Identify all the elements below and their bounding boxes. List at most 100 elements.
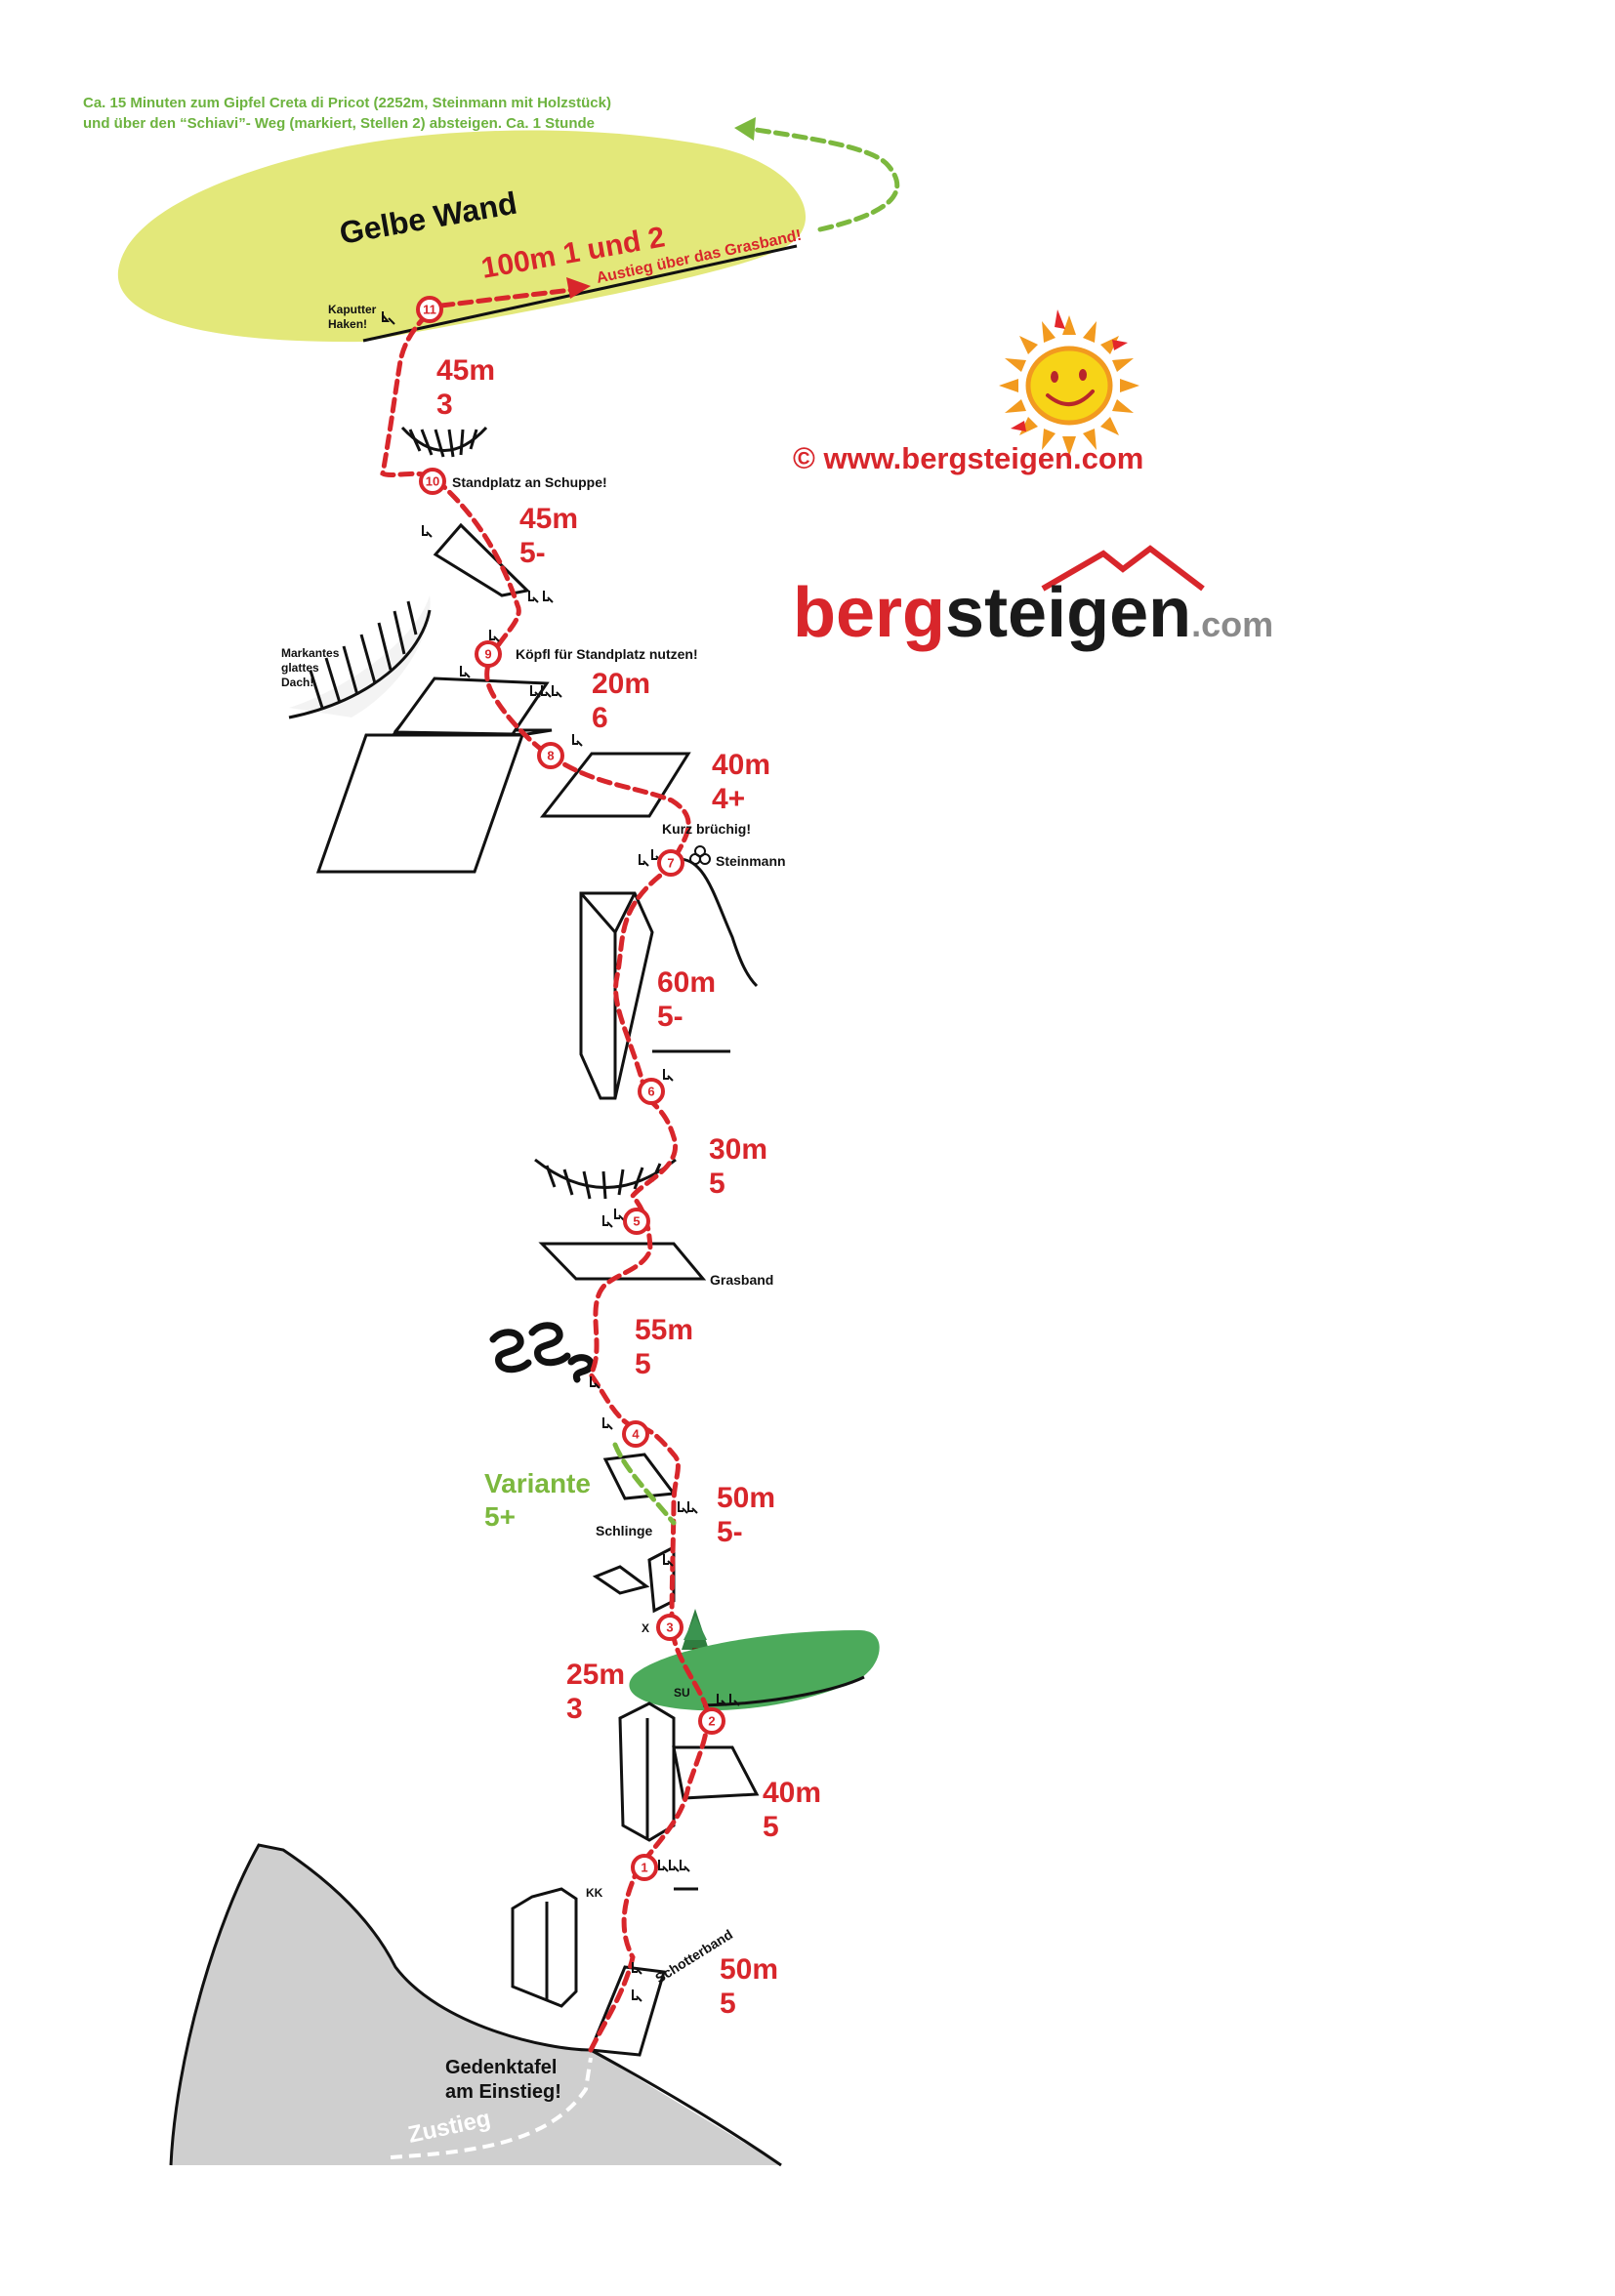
svg-text:bergsteigen.com: bergsteigen.com	[793, 574, 1273, 652]
svg-text:9: 9	[484, 647, 491, 662]
bergsteigen-logo: bergsteigen.com	[793, 545, 1273, 652]
belay-8: 8	[537, 742, 564, 769]
big-slab	[315, 733, 525, 874]
plaque-label-1: Gedenktafel	[445, 2057, 557, 2078]
svg-text:25m: 25m	[566, 1659, 625, 1691]
belay-9: 9	[475, 640, 502, 668]
svg-text:30m: 30m	[709, 1133, 767, 1166]
descent-note-line1: Ca. 15 Minuten zum Gipfel Creta di Prico…	[83, 95, 611, 111]
svg-text:10: 10	[426, 474, 439, 489]
svg-text:40m: 40m	[712, 749, 770, 781]
svg-text:5-: 5-	[657, 1001, 683, 1033]
belay-1: 1	[631, 1854, 658, 1881]
pitch-6-label: 30m 5	[709, 1133, 767, 1200]
svg-text:2: 2	[708, 1714, 715, 1729]
svg-text:45m: 45m	[519, 503, 578, 535]
svg-text:5: 5	[633, 1214, 640, 1229]
svg-text:6: 6	[592, 702, 608, 734]
su-mark-label: SU	[674, 1686, 690, 1700]
svg-text:3: 3	[566, 1693, 583, 1725]
svg-text:6: 6	[647, 1085, 654, 1099]
belay-5: 5	[623, 1208, 650, 1235]
svg-text:45m: 45m	[436, 354, 495, 387]
descent-arrow	[747, 126, 900, 232]
pitch-8-label: 40m 4+	[712, 749, 770, 815]
cairn-label: Steinmann	[716, 853, 786, 869]
ridge-line	[668, 857, 759, 988]
descent-note-line2: und über den “Schiavi”- Weg (markiert, S…	[83, 115, 595, 132]
brittle-note: Kurz brüchig!	[662, 821, 751, 837]
overhang-mid	[534, 1158, 677, 1200]
svg-text:5: 5	[763, 1811, 779, 1843]
svg-text:50m: 50m	[717, 1482, 775, 1514]
block-upper	[393, 676, 550, 736]
belay10-note: Standplatz an Schuppe!	[452, 474, 607, 490]
bolt-markers	[422, 525, 740, 2002]
belay9-note: Köpfl für Standplatz nutzen!	[516, 646, 698, 662]
logo-suffix: .com	[1191, 604, 1273, 644]
svg-text:3: 3	[436, 389, 453, 421]
belay-3: 3	[656, 1614, 683, 1641]
gelbe-wand-area	[117, 130, 807, 343]
flake-rock	[433, 522, 531, 597]
cairn-icon	[689, 845, 711, 865]
broken-peg-icon	[382, 311, 395, 325]
svg-text:60m: 60m	[657, 966, 716, 999]
x-mark-label: X	[642, 1621, 649, 1635]
grass-ledge-label: Grasband	[710, 1272, 773, 1288]
svg-text:55m: 55m	[635, 1314, 693, 1346]
belay-6: 6	[638, 1078, 665, 1105]
smiling-sun-icon	[999, 309, 1139, 456]
grass-ledge-slab	[538, 1242, 707, 1281]
belay-4: 4	[622, 1420, 649, 1448]
variant-label: Variante	[484, 1468, 591, 1498]
svg-text:5: 5	[720, 1988, 736, 2020]
svg-text:5-: 5-	[717, 1516, 743, 1548]
pitch-9-label: 20m 6	[592, 668, 650, 734]
approach-path	[390, 2057, 593, 2159]
svg-text:3: 3	[666, 1620, 673, 1635]
svg-text:7: 7	[667, 856, 674, 871]
roof-note-2: glattes	[281, 661, 319, 675]
exit-traverse	[438, 287, 574, 308]
belay-2: 2	[698, 1707, 725, 1735]
roof-note-1: Markantes	[281, 646, 340, 660]
logo-berg: berg	[793, 574, 945, 652]
svg-text:4+: 4+	[712, 783, 745, 815]
belay-7: 7	[657, 849, 684, 877]
wall-base-line	[362, 244, 798, 343]
scree-slab	[588, 1965, 666, 2057]
broken-peg-label-2: Haken!	[328, 317, 367, 331]
crack-symbols	[489, 1322, 595, 1383]
belay-11: 11	[416, 296, 443, 323]
kk-mark-label: KK	[586, 1886, 603, 1900]
pitch-7-label: 60m 5-	[657, 966, 716, 1033]
plaque-label-2: am Einstieg!	[445, 2081, 561, 2103]
variant-grade: 5+	[484, 1501, 516, 1532]
pitch-2-label: 40m 5	[763, 1777, 821, 1843]
smooth-roof	[288, 595, 432, 719]
pitch-4-label: 50m 5-	[717, 1482, 775, 1548]
main-route	[380, 307, 711, 2053]
svg-text:50m: 50m	[720, 1953, 778, 1986]
pitch-5-label: 55m 5	[635, 1314, 693, 1380]
roof-note-3: Dach!	[281, 676, 313, 689]
block-belay4	[602, 1453, 677, 1500]
block-pitch2	[672, 1745, 760, 1800]
logo-steigen: steigen	[945, 574, 1191, 652]
svg-text:4: 4	[632, 1427, 640, 1442]
descent-arrowhead	[734, 117, 756, 141]
svg-text:20m: 20m	[592, 668, 650, 700]
pitch-3-label: 25m 3	[566, 1659, 625, 1725]
svg-text:5-: 5-	[519, 537, 546, 569]
svg-text:40m: 40m	[763, 1777, 821, 1809]
overhang-top	[400, 426, 488, 458]
belay-10: 10	[419, 468, 446, 495]
variant-route	[612, 1442, 677, 1526]
block-belay3-a	[592, 1565, 650, 1595]
svg-text:5: 5	[709, 1168, 725, 1200]
svg-text:1: 1	[641, 1861, 647, 1875]
pitch-10-label: 45m 5-	[519, 503, 578, 569]
sling-label: Schlinge	[596, 1523, 653, 1538]
